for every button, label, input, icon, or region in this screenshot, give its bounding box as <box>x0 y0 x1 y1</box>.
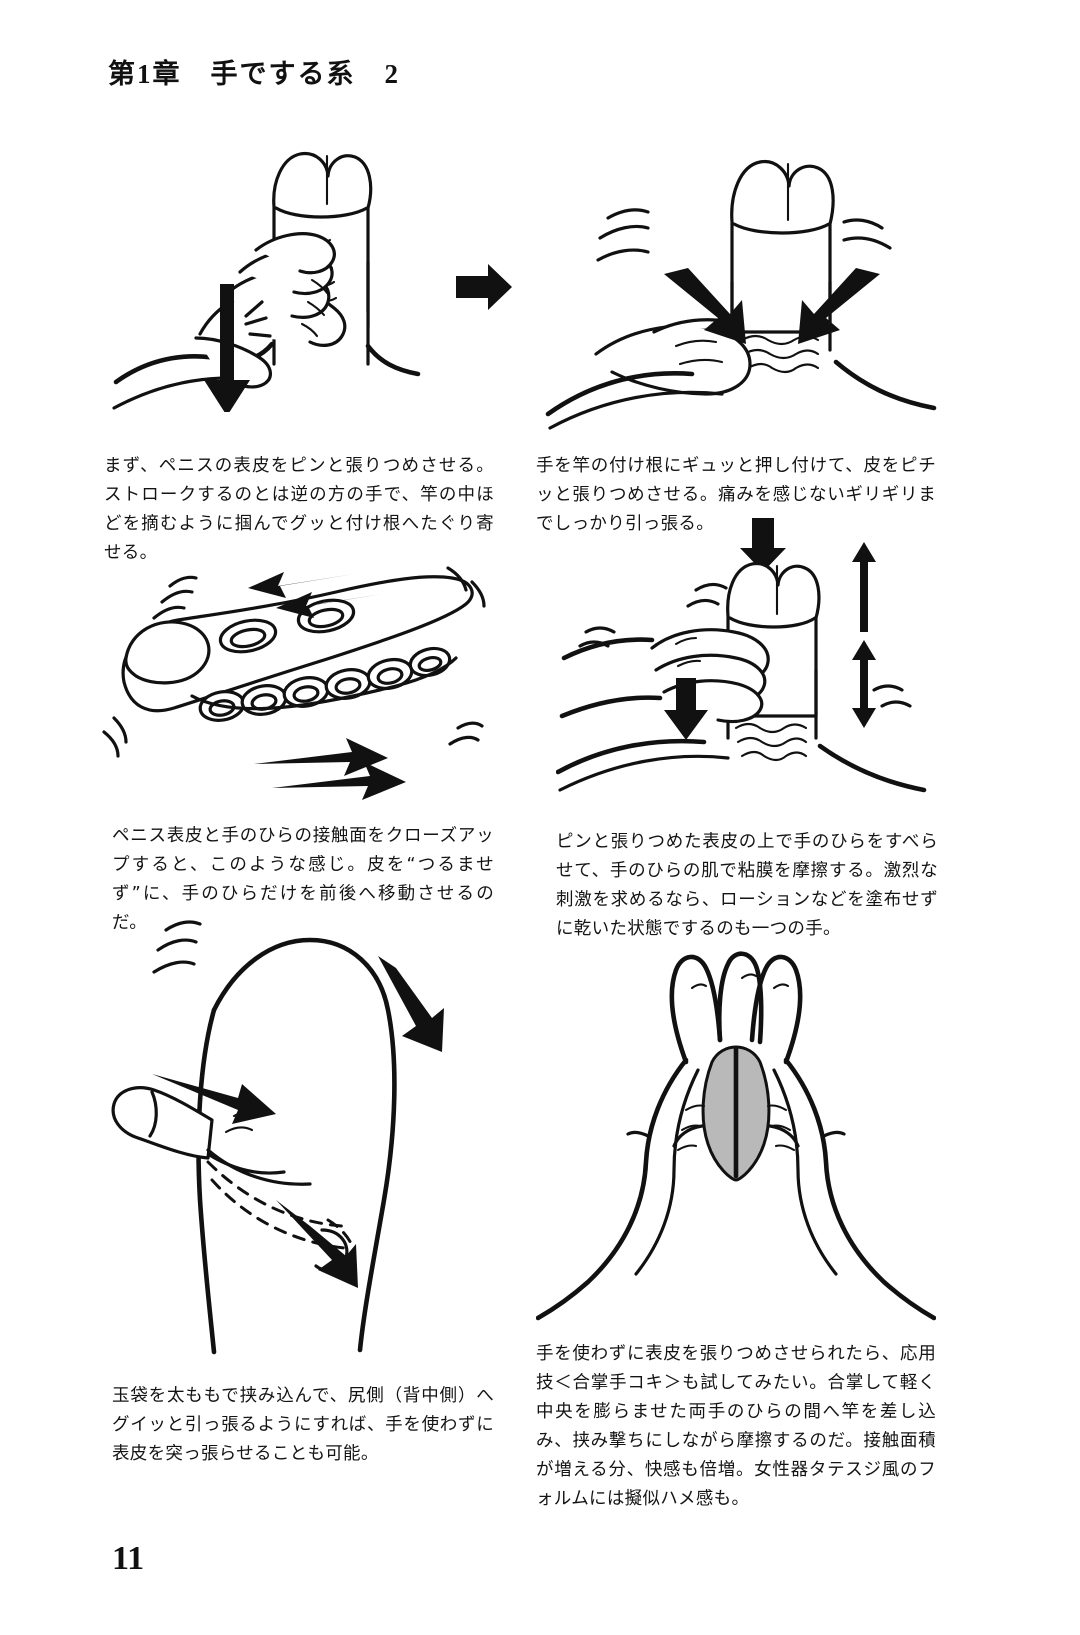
arrow-panel1-to-panel2 <box>454 262 514 312</box>
illustration-panel-5 <box>96 900 496 1360</box>
illustration-panel-3 <box>96 540 506 810</box>
illustration-panel-6 <box>536 930 936 1330</box>
illustration-panel-4 <box>556 540 956 810</box>
caption-panel-1: まず、ペニスの表皮をピンと張りつめさせる。ストロークするのとは逆の方の手で、竿の… <box>104 456 494 563</box>
caption-panel-4: ピンと張りつめた表皮の上で手のひらをすべらせて、手のひらの肌で粘膜を摩擦する。激… <box>556 832 938 939</box>
caption-panel-2: 手を竿の付け根にギュッと押し付けて、皮をピチッと張りつめさせる。痛みを感じないギ… <box>536 456 936 534</box>
caption-panel-3: ペニス表皮と手のひらの接触面をクローズアップすると、このような感じ。皮を“つるま… <box>112 826 494 933</box>
arrow-panel2-to-panel4 <box>738 516 788 574</box>
caption-panel-5: 玉袋を太ももで挟み込んで、尻側（背中側）へグイッと引っ張るようにすれば、手を使わ… <box>112 1386 494 1464</box>
illustration-panel-1 <box>96 112 426 412</box>
caption-panel-6: 手を使わずに表皮を張りつめさせられたら、応用技＜合掌手コキ＞も試してみたい。合掌… <box>536 1344 936 1509</box>
page-number: 11 <box>112 1540 145 1577</box>
chapter-header: 第1章 手でする系 2 <box>108 59 400 89</box>
illustration-panel-2 <box>536 132 946 432</box>
